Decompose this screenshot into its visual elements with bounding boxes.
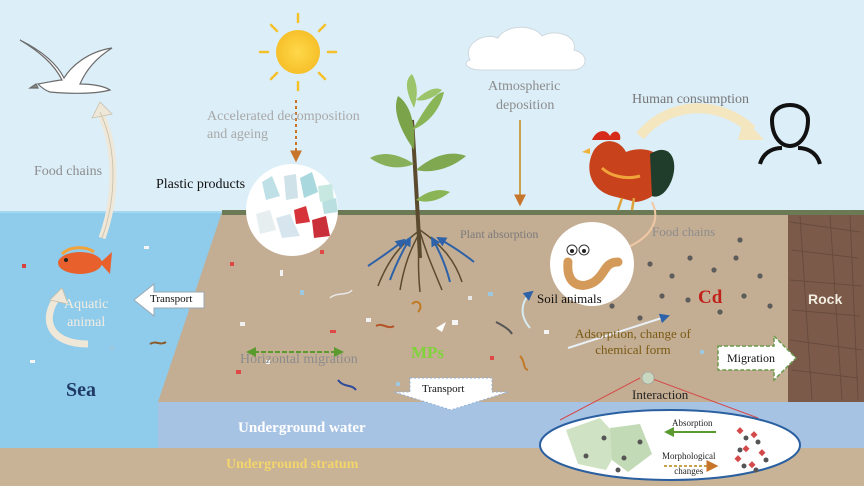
- label-atmospheric-line2: deposition: [496, 97, 555, 113]
- rock-layer: [788, 212, 864, 402]
- plastic-products-illustration: [246, 164, 338, 256]
- label-underground-stratum: Underground stratum: [226, 457, 359, 472]
- label-food-chains-right: Food chains: [652, 224, 716, 239]
- label-aquatic-line1: Aquatic: [64, 297, 109, 312]
- cd-particles: [609, 237, 773, 321]
- label-morphological-line2: changes: [674, 466, 704, 477]
- label-plant-absorption: Plant absorption: [460, 227, 539, 241]
- transport-down-arrow-shape: [393, 377, 509, 411]
- interaction-ellipse: [539, 409, 801, 481]
- sun-illustration: [258, 12, 338, 92]
- seagull-illustration: [19, 39, 113, 94]
- label-accelerated-decomposition: Accelerated decomposition and ageing: [207, 109, 360, 142]
- transport-left-arrow-shape: [133, 282, 205, 318]
- label-transport-left: Transport: [150, 293, 193, 305]
- label-mps: MPs: [411, 343, 445, 362]
- human-silhouette: [758, 103, 822, 165]
- interaction-connector-left: [559, 377, 641, 421]
- label-rock: Rock: [808, 291, 843, 307]
- label-transport-down: Transport: [422, 383, 465, 395]
- interaction-connector-right: [649, 377, 759, 419]
- label-cd: Cd: [698, 287, 723, 308]
- label-underground-water: Underground water: [238, 420, 366, 436]
- label-soil-animals: Soil animals: [537, 291, 602, 306]
- rooster-illustration: [582, 131, 675, 211]
- label-plastic-products: Plastic products: [156, 177, 246, 192]
- label-absorption: Absorption: [672, 418, 713, 428]
- soil-animals-illustration: [550, 222, 634, 306]
- ground-surface-line: [222, 210, 864, 215]
- cloud-illustration: [465, 26, 586, 71]
- label-morphological-changes: Morphological changes: [662, 451, 716, 477]
- label-sea: Sea: [66, 379, 96, 401]
- label-adsorption: Adsorption, change of chemical form: [575, 327, 691, 356]
- label-atmospheric-line1: Atmospheric: [488, 79, 561, 94]
- aquatic-cycle-arrow: [45, 293, 89, 348]
- label-aquatic-animal: Aquatic animal: [64, 297, 109, 330]
- soil-animal-arrow: [521, 290, 534, 329]
- label-horizontal-migration: Horizontal migration: [240, 352, 358, 367]
- migration-arrow-shape: [717, 334, 798, 382]
- label-accelerated-line1: Accelerated decomposition: [207, 109, 360, 124]
- microplastic-fragments: [22, 246, 704, 391]
- label-aquatic-line2: animal: [67, 314, 106, 330]
- label-food-chains-left: Food chains: [34, 164, 103, 179]
- plant-illustration: [367, 74, 475, 293]
- fish-illustration: [58, 246, 112, 274]
- label-accelerated-line2: and ageing: [207, 126, 269, 142]
- label-morphological-line1: Morphological: [662, 451, 716, 461]
- food-chain-arrow-right: [625, 201, 657, 249]
- rock-texture: [789, 214, 863, 401]
- sea: [0, 212, 222, 448]
- adsorption-arrow: [567, 313, 670, 349]
- label-human-consumption: Human consumption: [632, 92, 750, 107]
- human-consumption-arrow: [636, 103, 756, 140]
- label-interaction: Interaction: [632, 387, 689, 402]
- label-migration: Migration: [727, 351, 775, 365]
- label-adsorption-line1: Adsorption, change of: [575, 326, 691, 341]
- label-atmospheric-deposition: Atmospheric deposition: [488, 79, 561, 113]
- label-adsorption-line2: chemical form: [595, 341, 671, 357]
